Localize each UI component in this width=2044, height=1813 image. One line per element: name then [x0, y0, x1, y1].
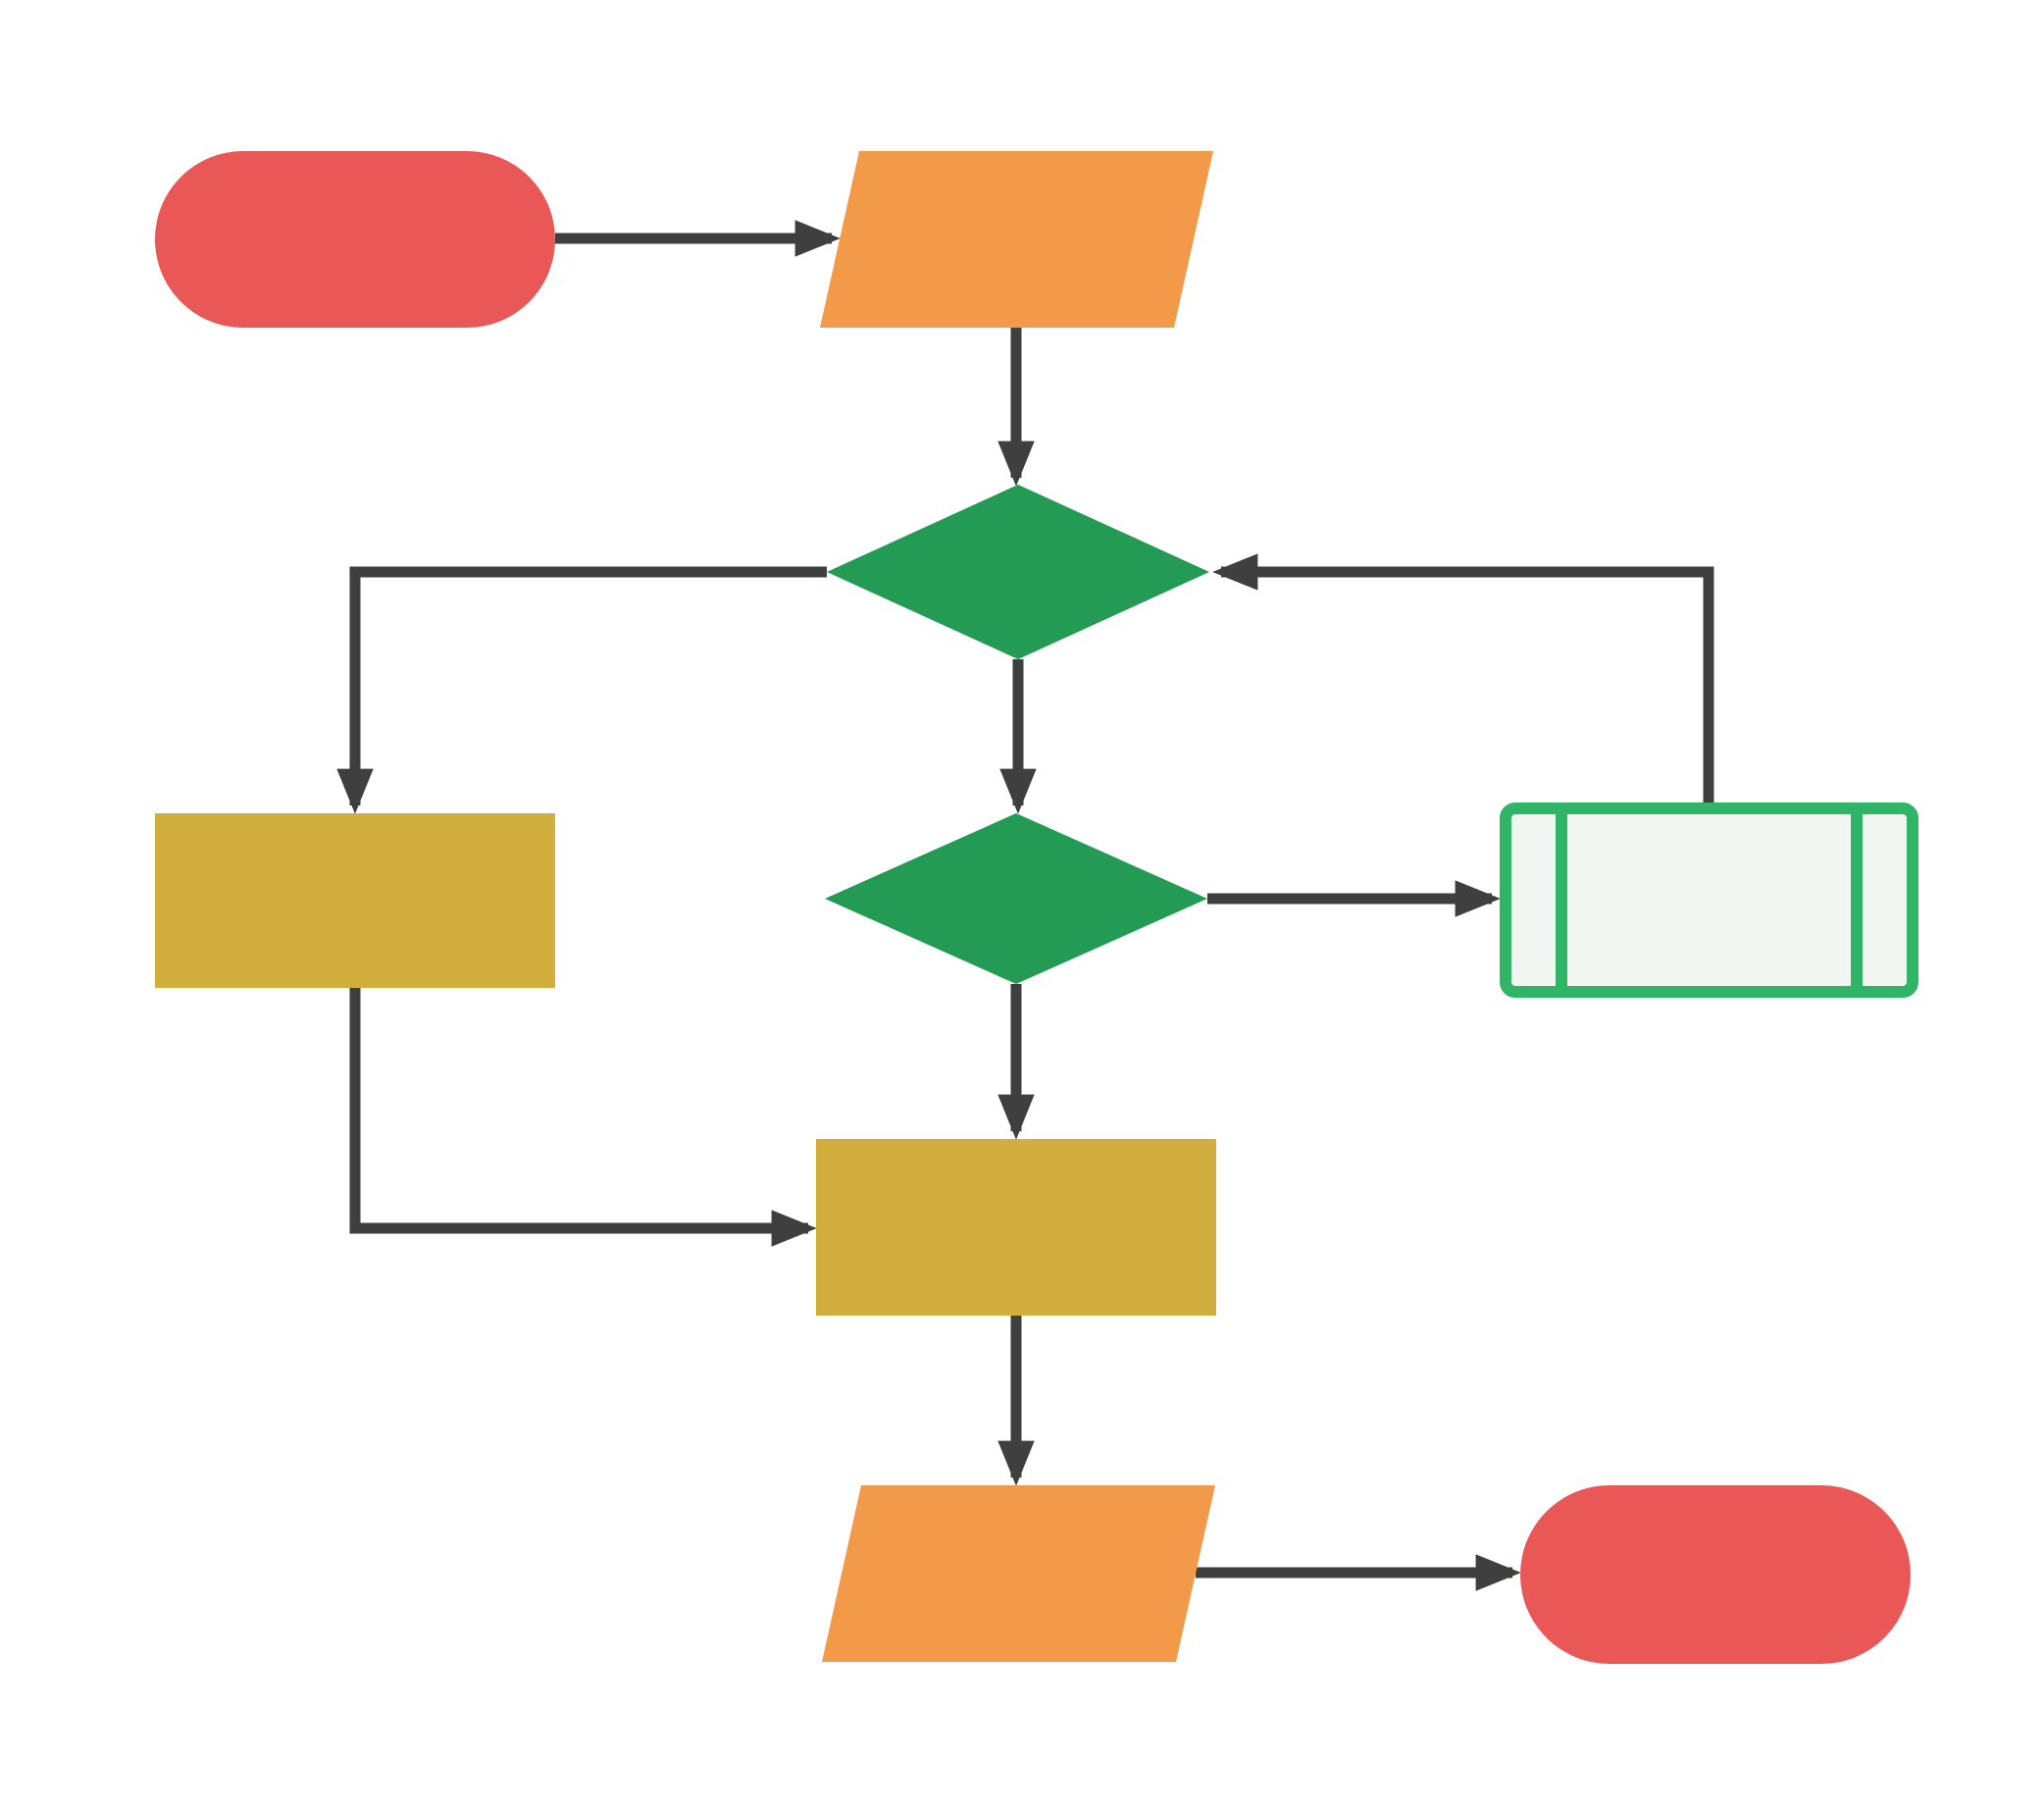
process-rect-1[interactable] [155, 813, 555, 988]
node-layer [155, 151, 1918, 1664]
process-rect-2[interactable] [816, 1139, 1216, 1316]
connector-decision1-to-process1 [336, 566, 827, 814]
connector-predefined-to-decision1 [1212, 553, 1714, 808]
output-parallelogram[interactable] [822, 1485, 1215, 1662]
predefined-process-outline [1500, 803, 1918, 998]
start-terminator[interactable] [155, 151, 555, 328]
end-terminator[interactable] [1520, 1485, 1911, 1664]
decision-diamond-1[interactable] [827, 485, 1209, 659]
connector-process1-to-process2 [349, 988, 817, 1247]
decision-diamond-2[interactable] [825, 813, 1207, 984]
connector-layer [336, 220, 1714, 1591]
input-parallelogram[interactable] [820, 151, 1213, 328]
predefined-process-box[interactable] [1500, 803, 1918, 998]
